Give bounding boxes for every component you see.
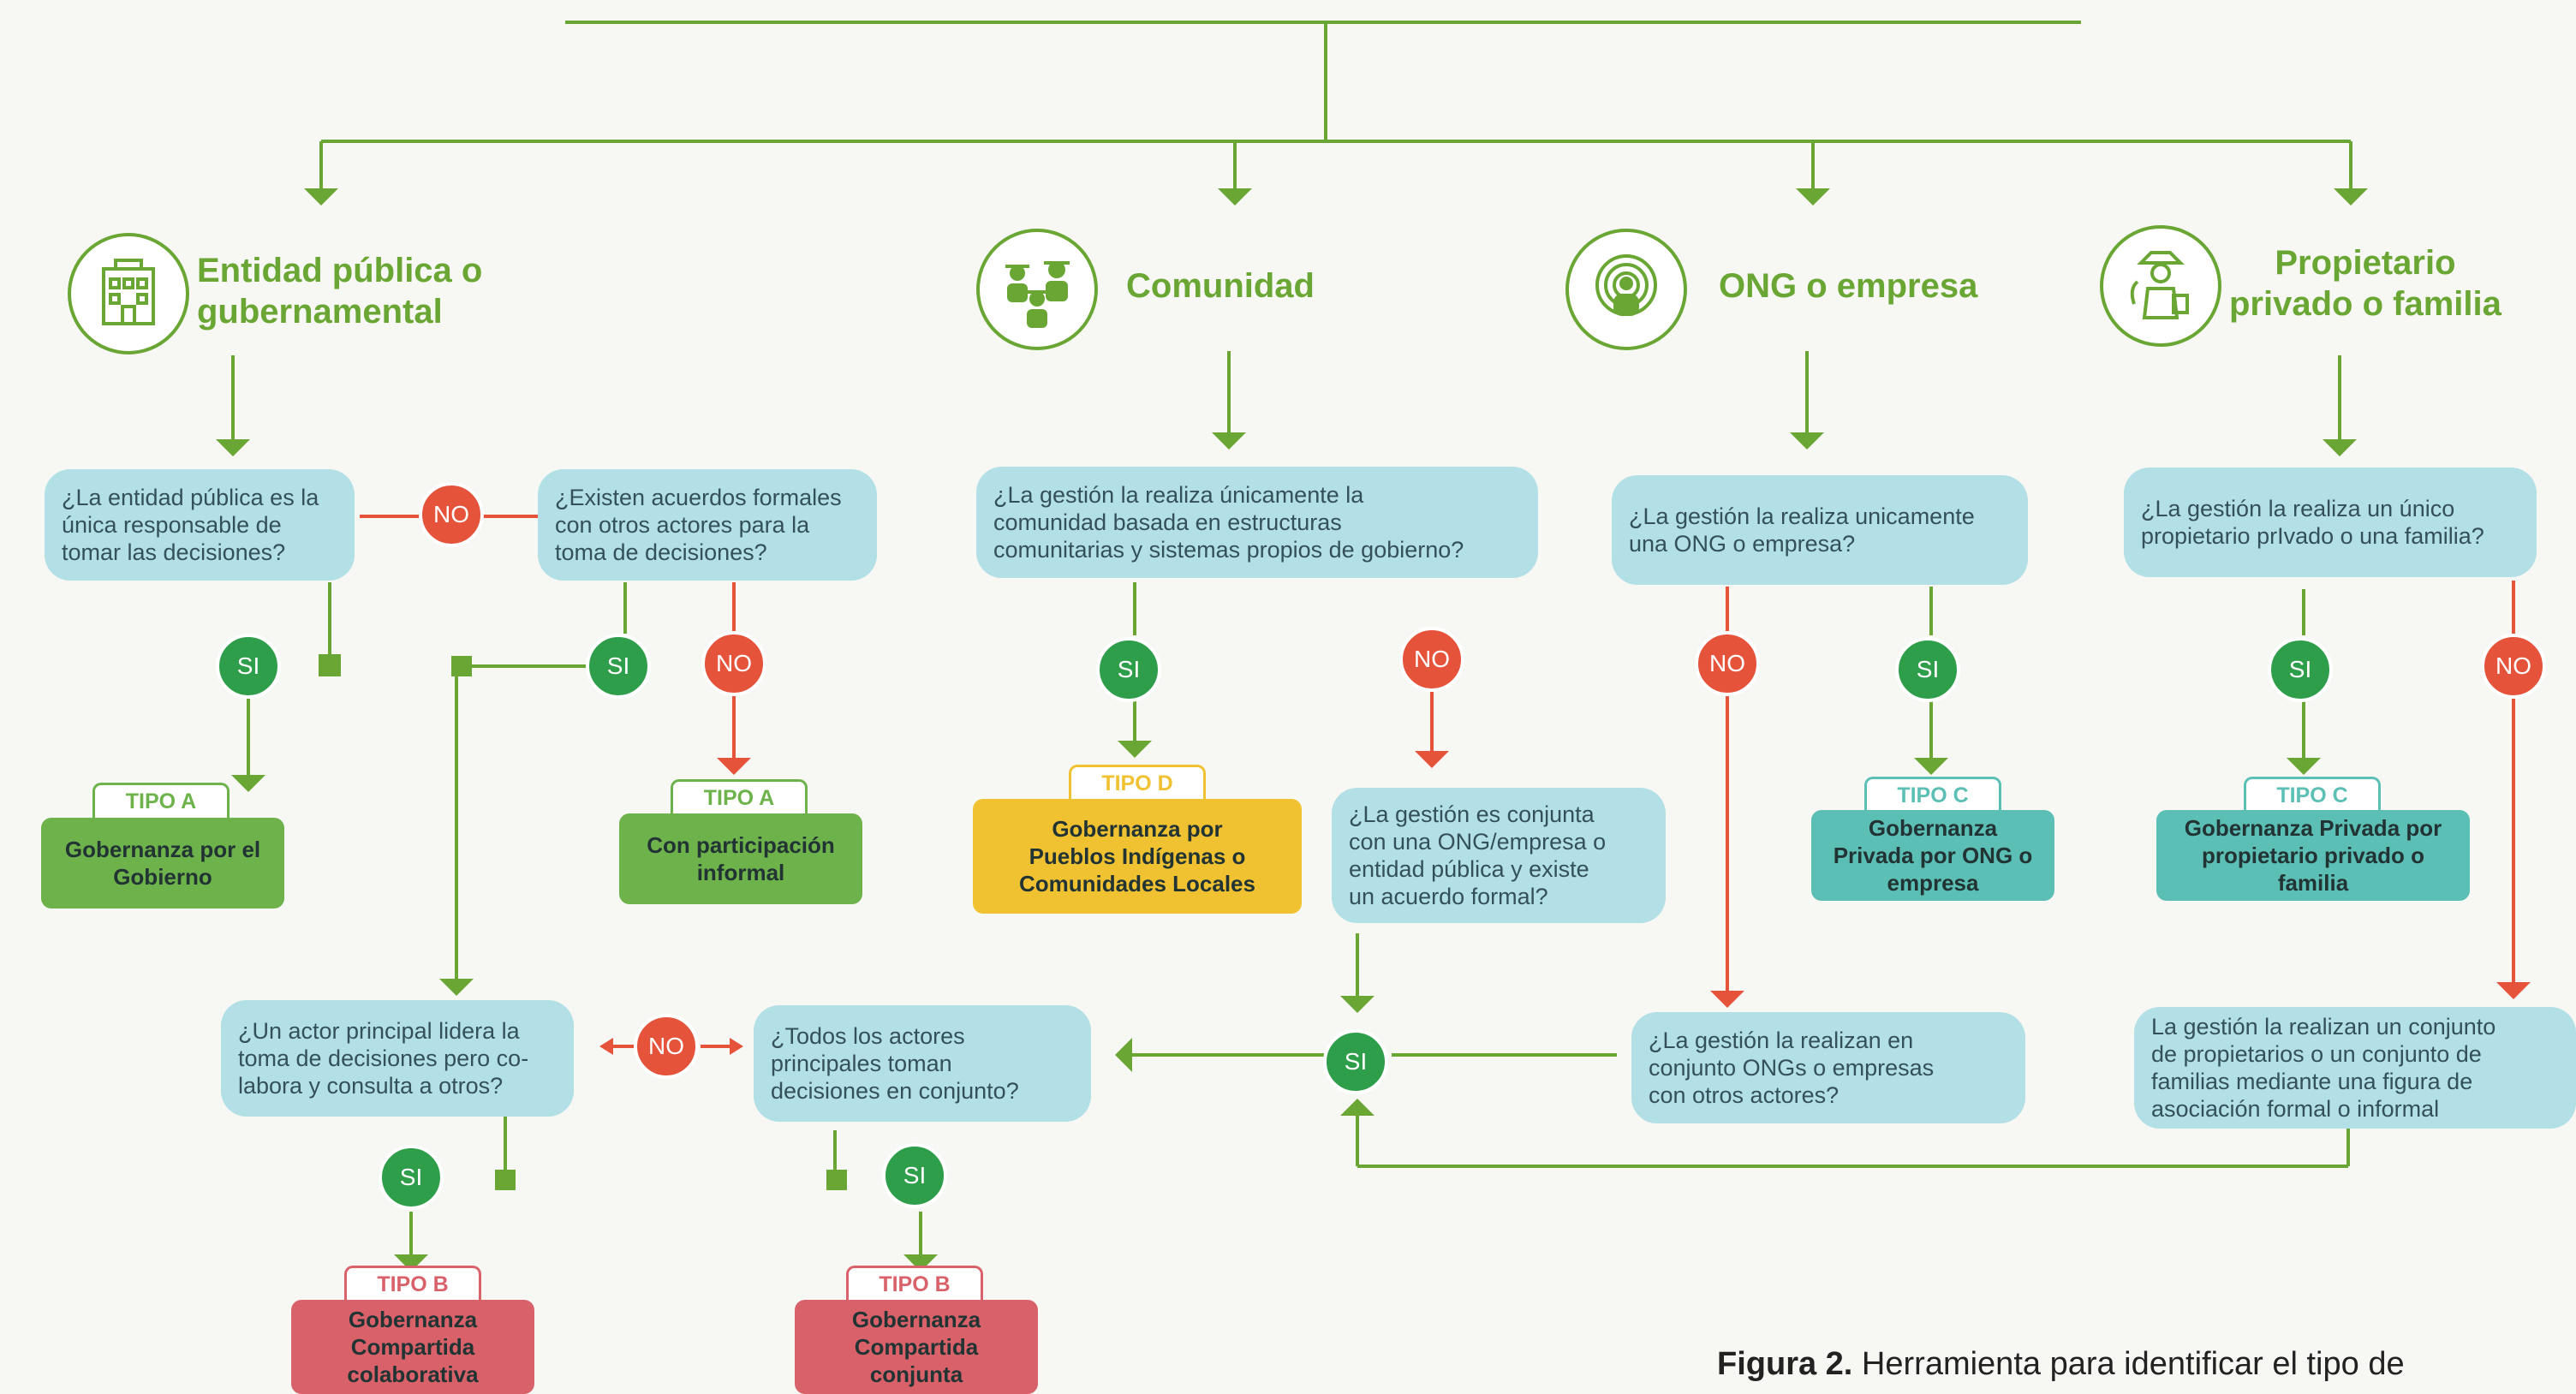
question-gestion-conjunta: ¿La gestión es conjunta con una ONG/empr… — [1332, 788, 1666, 923]
farmer-icon — [2100, 225, 2221, 347]
tipo-tag: TIPO C — [1864, 777, 2001, 813]
tipo-tag: TIPO A — [92, 783, 230, 819]
result-compartida-conjunta: Gobernanza Compartida conjunta — [795, 1300, 1038, 1394]
tipo-tag: TIPO C — [2244, 777, 2381, 813]
result-pueblos-indigenas: Gobernanza por Pueblos Indígenas o Comun… — [973, 799, 1302, 914]
answer-no: NO — [701, 631, 766, 696]
answer-no: NO — [419, 482, 484, 547]
header-comunidad: Comunidad — [1126, 267, 1315, 305]
people-icon — [976, 229, 1098, 350]
answer-no: NO — [1399, 627, 1464, 692]
question-todos-actores: ¿Todos los actores principales toman dec… — [754, 1005, 1091, 1122]
question-comunidad-unica: ¿La gestión la realiza únicamente la com… — [976, 467, 1538, 578]
tipo-tag: TIPO B — [344, 1266, 481, 1302]
figure-caption: Figura 2. Herramienta para identificar e… — [1717, 1346, 2405, 1383]
answer-si: SI — [882, 1143, 947, 1208]
question-actor-principal: ¿Un actor principal lidera la toma de de… — [221, 1000, 574, 1117]
question-ong-conjunto: ¿La gestión la realizan en conjunto ONGs… — [1631, 1012, 2025, 1123]
answer-si: SI — [1895, 637, 1960, 702]
caption-label: Figura 2. — [1717, 1346, 1853, 1382]
result-participacion-informal: Con participación informal — [619, 813, 862, 904]
header-ong-empresa: ONG o empresa — [1719, 267, 1978, 305]
question-propietario-unico: ¿La gestión la realiza un único propieta… — [2124, 468, 2537, 577]
caption-text: Herramienta para identificar el tipo de — [1852, 1346, 2405, 1382]
result-privada-ong: Gobernanza Privada por ONG o empresa — [1811, 810, 2054, 901]
question-entidad-unica: ¿La entidad pública es la única responsa… — [45, 469, 355, 581]
result-compartida-colaborativa: Gobernanza Compartida colaborativa — [291, 1300, 534, 1394]
answer-no: NO — [2481, 634, 2546, 699]
result-privada-propietario: Gobernanza Privada por propietario priva… — [2156, 810, 2470, 901]
header-entidad-publica: Entidad pública o gubernamental — [197, 252, 483, 331]
answer-si: SI — [379, 1145, 444, 1210]
answer-si: SI — [1096, 637, 1161, 702]
answer-si: SI — [2268, 637, 2333, 702]
tipo-tag: TIPO D — [1069, 765, 1206, 801]
answer-si: SI — [1323, 1029, 1388, 1094]
result-gobernanza-gobierno: Gobernanza por el Gobierno — [41, 818, 284, 908]
tipo-tag: TIPO B — [846, 1266, 983, 1302]
answer-si: SI — [586, 634, 651, 699]
question-ong-unica: ¿La gestión la realiza unicamente una ON… — [1612, 475, 2028, 585]
question-conjunto-propietarios: La gestión la realizan un conjunto de pr… — [2134, 1007, 2576, 1129]
header-propietario: Propietario privado o familia — [2229, 244, 2501, 323]
answer-no: NO — [1695, 631, 1760, 696]
answer-si: SI — [216, 634, 281, 699]
question-acuerdos-formales: ¿Existen acuerdos formales con otros act… — [538, 469, 877, 581]
answer-no: NO — [634, 1014, 699, 1079]
tipo-tag: TIPO A — [671, 779, 808, 815]
building-icon — [68, 233, 189, 354]
signal-person-icon — [1565, 229, 1687, 350]
